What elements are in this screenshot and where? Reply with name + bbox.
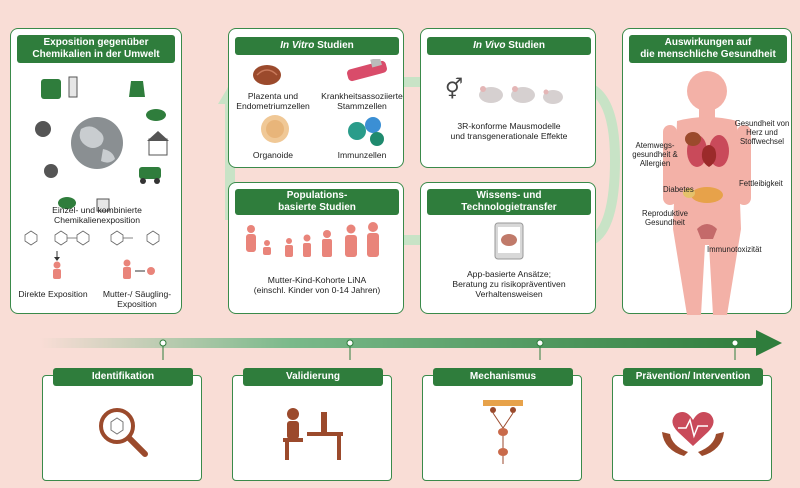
stage-mechanism: Mechanismus bbox=[422, 368, 582, 481]
gender-icon: ⚥ bbox=[445, 79, 464, 101]
exposure-description: Einzel- und kombinierte Chemikalienexpos… bbox=[52, 205, 142, 225]
reproductive-label: Reproduktive Gesundheit bbox=[642, 209, 688, 227]
transfer-panel: Wissens- und Technologietransfer App-bas… bbox=[420, 182, 596, 314]
child-exposure-icon bbox=[53, 251, 155, 279]
environment-globe-icon bbox=[35, 76, 169, 212]
timeline-arrow bbox=[40, 330, 782, 360]
stage-prevention: Prävention/ Intervention bbox=[612, 368, 772, 481]
magnifier-icon bbox=[99, 408, 148, 457]
organoid-label: Organoide bbox=[252, 150, 294, 160]
heart-hands-icon bbox=[662, 412, 724, 456]
stage-label: Mechanismus bbox=[433, 368, 573, 386]
exposure-panel: Exposition gegenüber Chemikalien in der … bbox=[10, 28, 182, 314]
invivo-panel: In Vivo Studien ⚥ 3R-konforme Mausmodell… bbox=[420, 28, 596, 168]
chemical-structures-icon bbox=[24, 230, 160, 246]
diabetes-label: Diabetes bbox=[663, 185, 694, 194]
invivo-title: In Vivo Studien bbox=[427, 37, 591, 55]
stage-label: Prävention/ Intervention bbox=[623, 368, 763, 386]
direct-exposure-label: Direkte Exposition bbox=[18, 289, 88, 299]
stage-validation: Validierung bbox=[232, 368, 392, 481]
tablet-brain-icon bbox=[494, 222, 524, 260]
stage-label: Validierung bbox=[243, 368, 383, 386]
respiratory-label: Atemwegs- gesundheit & Allergien bbox=[632, 141, 678, 168]
pathway-icon bbox=[483, 400, 523, 464]
stage-label: Identifikation bbox=[53, 368, 193, 386]
stage-identification: Identifikation bbox=[42, 368, 202, 481]
population-description: Mutter-Kind-Kohorte LiNA (einschl. Kinde… bbox=[253, 275, 381, 295]
transfer-description: App-basierte Ansätze; Beratung zu risiko… bbox=[452, 269, 566, 299]
invitro-title: In Vitro Studien bbox=[235, 37, 399, 55]
obesity-label: Fettleibigkeit bbox=[739, 179, 783, 188]
health-title: Auswirkungen auf die menschliche Gesundh… bbox=[629, 35, 787, 63]
invivo-description: 3R-konforme Mausmodelle und transgenerat… bbox=[450, 121, 568, 141]
transfer-title: Wissens- und Technologietransfer bbox=[427, 189, 591, 215]
researcher-desk-icon bbox=[283, 408, 343, 460]
placenta-label: Plazenta und Endometriumzellen bbox=[236, 91, 310, 111]
stem-cell-label: Krankheitsassoziierte Stammzellen bbox=[321, 91, 403, 111]
maternal-exposure-label: Mutter-/ Säugling- Exposition bbox=[102, 289, 172, 309]
stem-cell-icon bbox=[347, 59, 387, 82]
population-title: Populations- basierte Studien bbox=[235, 189, 399, 215]
human-body-icon bbox=[663, 71, 751, 315]
invitro-panel: In Vitro Studien Plazenta und Endometriu… bbox=[228, 28, 404, 168]
immune-cells-icon bbox=[348, 117, 384, 146]
immune-label: Immunzellen bbox=[337, 150, 387, 160]
exposure-title: Exposition gegenüber Chemikalien in der … bbox=[17, 35, 175, 63]
immunotoxicity-label: Immunotoxizität bbox=[707, 245, 762, 254]
mouse-icon bbox=[479, 86, 563, 104]
family-icon bbox=[246, 222, 379, 257]
health-panel: Auswirkungen auf die menschliche Gesundh… bbox=[622, 28, 792, 315]
heart-metabolism-label: Gesundheit von Herz und Stoffwechsel bbox=[734, 119, 790, 146]
placenta-icon bbox=[253, 65, 281, 85]
organoid-icon bbox=[261, 115, 289, 143]
population-panel: Populations- basierte Studien Mutter-Kin… bbox=[228, 182, 404, 314]
